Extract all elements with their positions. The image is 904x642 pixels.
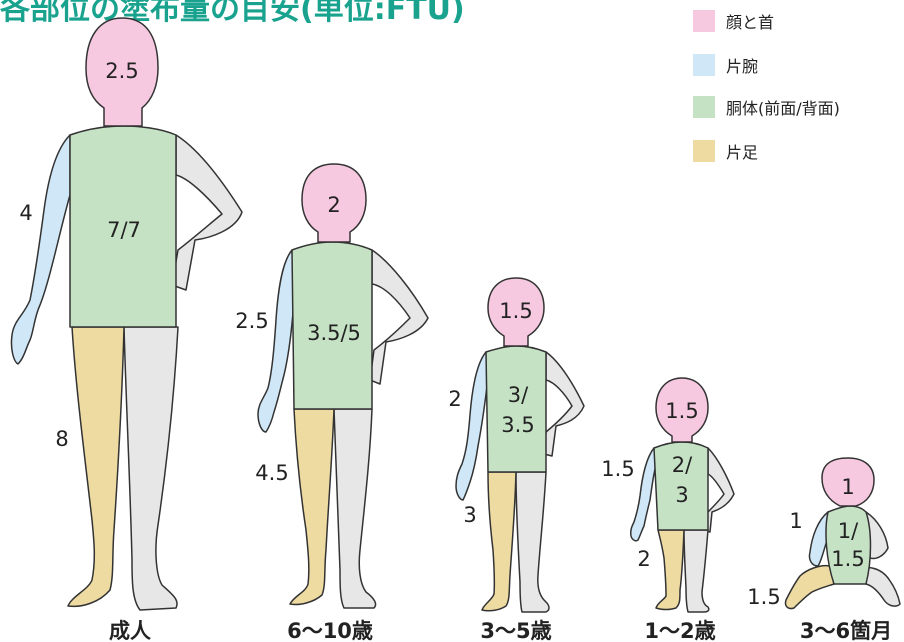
baby-head bbox=[821, 457, 875, 507]
baby-right-arm bbox=[865, 511, 889, 560]
baby-leg-value: 1.5 bbox=[747, 585, 780, 609]
legend: 顔と首 片腕 胴体(前面/背面) 片足 bbox=[693, 10, 840, 162]
legend-swatch-leg bbox=[693, 140, 715, 162]
child3-right-leg bbox=[515, 471, 550, 613]
legend-swatch-face-neck bbox=[693, 10, 715, 32]
adult-left-leg bbox=[67, 326, 125, 608]
child3-age-label: 3〜5歳 bbox=[480, 619, 551, 642]
baby-trunk bbox=[825, 505, 872, 585]
diagram-title: 各部位の塗布量の目安(単位:FTU) bbox=[0, 0, 465, 27]
child3-left-leg bbox=[481, 471, 517, 612]
child3-trunk-value-front: 3/ bbox=[508, 383, 529, 407]
baby-right-leg bbox=[861, 566, 901, 607]
child6-right-leg bbox=[333, 408, 377, 609]
child6-left-arm bbox=[257, 249, 295, 433]
child1-head bbox=[655, 377, 709, 443]
adult-left-arm bbox=[10, 134, 71, 365]
figure-3-6-months: 1 1 1/ 1.5 1.5 3〜6箇月 bbox=[747, 457, 901, 642]
figure-3-5-years: 1.5 2 3/ 3.5 3 3〜5歳 bbox=[448, 277, 585, 642]
adult-right-arm bbox=[171, 134, 243, 291]
baby-left-leg bbox=[784, 564, 835, 610]
baby-arm-value: 1 bbox=[789, 509, 802, 533]
adult-leg-value: 8 bbox=[55, 427, 68, 451]
child3-arm-value: 2 bbox=[448, 387, 461, 411]
legend-swatch-trunk bbox=[693, 96, 715, 118]
child6-face-value: 2 bbox=[327, 193, 340, 217]
adult-age-label: 成人 bbox=[109, 619, 151, 642]
child3-leg-value: 3 bbox=[463, 503, 476, 527]
figure-1-2-years: 1.5 1.5 2/ 3 2 1〜2歳 bbox=[601, 377, 735, 642]
child1-age-label: 1〜2歳 bbox=[644, 619, 715, 642]
figure-adult: 2.5 4 7/7 8 成人 bbox=[10, 17, 243, 642]
adult-trunk-value: 7/7 bbox=[107, 218, 141, 242]
child6-head bbox=[301, 163, 367, 243]
child1-trunk-value-front: 2/ bbox=[672, 453, 693, 477]
child1-left-leg bbox=[655, 529, 685, 611]
child3-trunk-value-back: 3.5 bbox=[501, 413, 534, 437]
child3-trunk bbox=[485, 345, 547, 473]
child1-leg-value: 2 bbox=[637, 547, 650, 571]
child6-trunk-value: 3.5/5 bbox=[307, 321, 361, 345]
legend-label-leg: 片足 bbox=[726, 143, 758, 162]
adult-right-leg bbox=[123, 326, 179, 611]
child6-leg-value: 4.5 bbox=[255, 461, 288, 485]
child1-left-arm bbox=[630, 447, 657, 542]
adult-head bbox=[85, 17, 159, 127]
legend-label-arm: 片腕 bbox=[726, 57, 758, 76]
child1-trunk-value-back: 3 bbox=[675, 483, 688, 507]
child3-left-arm bbox=[455, 351, 489, 501]
child1-face-value: 1.5 bbox=[665, 399, 698, 423]
adult-face-value: 2.5 bbox=[105, 59, 138, 83]
legend-label-trunk: 胴体(前面/背面) bbox=[726, 99, 840, 118]
child3-right-arm bbox=[543, 351, 585, 457]
child6-left-leg bbox=[289, 408, 335, 606]
child6-age-label: 6〜10歳 bbox=[287, 619, 373, 642]
baby-left-arm bbox=[808, 511, 829, 567]
baby-age-label: 3〜6箇月 bbox=[800, 619, 892, 642]
figure-6-10-years: 2 2.5 3.5/5 4.5 6〜10歳 bbox=[235, 163, 429, 642]
child3-head bbox=[487, 277, 545, 347]
adult-arm-value: 4 bbox=[19, 201, 32, 225]
child6-right-arm bbox=[369, 249, 429, 385]
child1-right-leg bbox=[683, 529, 710, 613]
baby-face-value: 1 bbox=[841, 475, 854, 499]
baby-trunk-value-front: 1/ bbox=[838, 519, 859, 543]
child6-arm-value: 2.5 bbox=[235, 309, 268, 333]
child1-arm-value: 1.5 bbox=[601, 457, 634, 481]
baby-trunk-value-back: 1.5 bbox=[831, 547, 864, 571]
legend-swatch-arm bbox=[693, 54, 715, 76]
child3-face-value: 1.5 bbox=[499, 299, 532, 323]
legend-label-face-neck: 顔と首 bbox=[726, 13, 774, 32]
